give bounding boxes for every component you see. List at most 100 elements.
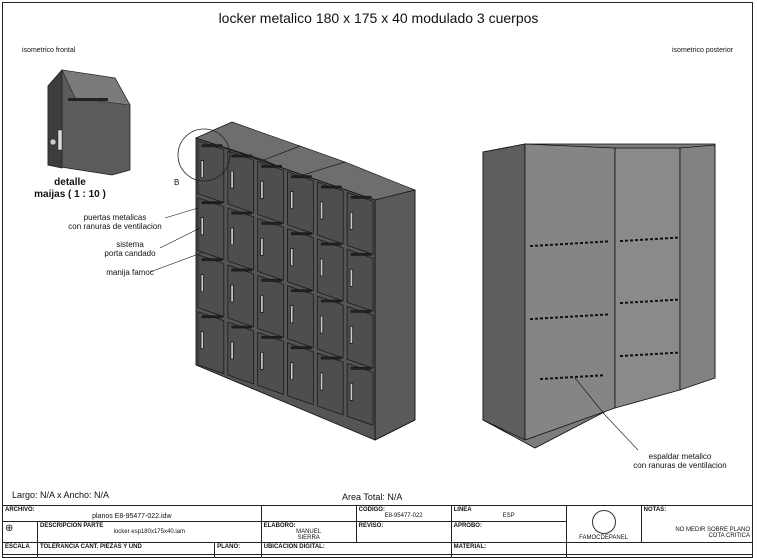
rear-vent-slot bbox=[565, 242, 568, 245]
rear-vent-slot bbox=[675, 298, 678, 301]
door-handle bbox=[230, 341, 234, 360]
front-view-label: isometrico frontal bbox=[22, 47, 76, 54]
rear-vent-slot bbox=[555, 316, 558, 319]
tb-desc-value: locker esp180x175x40.iam bbox=[113, 529, 185, 535]
tb-blank bbox=[260, 505, 357, 522]
detail-caption-line2: maijas ( 1 : 10 ) bbox=[34, 189, 106, 200]
vent-slot bbox=[320, 242, 342, 246]
rear-vent-slot bbox=[590, 314, 593, 317]
tb-nota-2: COTA CRITICA bbox=[708, 533, 750, 539]
detail-caption-line1: detalle bbox=[54, 177, 86, 188]
detail-caption: detalle maijas ( 1 : 10 ) bbox=[20, 177, 120, 201]
rear-vent-slot bbox=[535, 244, 538, 247]
tb-reviso-header: REVISO: bbox=[358, 523, 384, 529]
rear-vent-slot bbox=[670, 299, 673, 301]
rear-vent-slot bbox=[620, 355, 623, 357]
vent-slot bbox=[231, 211, 253, 215]
door-handle bbox=[260, 180, 264, 199]
tb-linea-value: ESP bbox=[502, 513, 515, 519]
rear-vent-slot bbox=[650, 353, 653, 356]
vent-slot bbox=[291, 175, 312, 179]
tb-archivo-header: ARCHIVO: bbox=[5, 507, 35, 513]
rear-vent-slot bbox=[555, 243, 558, 246]
rear-vent-slot bbox=[580, 315, 583, 317]
rear-vent-slot bbox=[560, 376, 563, 379]
detail-view-drawing bbox=[47, 68, 131, 176]
rear-vent-slot bbox=[605, 240, 608, 243]
company-logo-icon bbox=[591, 510, 616, 534]
rear-vent-slot bbox=[540, 317, 543, 320]
vent-slot bbox=[320, 299, 342, 303]
rear-vent-slot bbox=[560, 243, 563, 246]
rear-vent-slot bbox=[620, 302, 623, 304]
rear-vent-slot bbox=[670, 352, 673, 354]
callout-doors-line2: con ranuras de ventilacion bbox=[68, 222, 162, 231]
tb-escala: ESCALA bbox=[2, 542, 38, 558]
rear-vent-slot bbox=[665, 237, 668, 240]
rear-vent-slot bbox=[635, 239, 638, 242]
rear-vent-slot bbox=[660, 299, 663, 302]
callout-leaders bbox=[149, 207, 639, 451]
rear-view-label: isometrico posterior bbox=[672, 47, 734, 54]
rear-vent-slot bbox=[545, 317, 548, 320]
door-handle bbox=[290, 305, 294, 324]
rear-vent-slot bbox=[575, 375, 578, 378]
rear-vent-slot bbox=[605, 313, 608, 316]
vent-slot bbox=[320, 356, 342, 360]
tb-notas-header: NOTAS: bbox=[643, 507, 667, 513]
door-handle bbox=[260, 237, 264, 256]
tb-desc-header: DESCRIPCION PARTE bbox=[40, 523, 104, 529]
rear-vent-slot bbox=[640, 300, 643, 303]
rear-vent-slot bbox=[635, 354, 638, 357]
rear-vent-slot bbox=[665, 299, 668, 302]
rear-vent-slot bbox=[590, 375, 593, 377]
rear-vent-slot bbox=[550, 377, 553, 380]
detail-marker: B bbox=[174, 178, 180, 187]
door-handle bbox=[260, 351, 264, 370]
rear-vent-slot bbox=[645, 300, 648, 303]
rear-vent-slot bbox=[620, 240, 623, 242]
rear-vent-slot bbox=[600, 313, 603, 316]
rear-vent-slot bbox=[630, 239, 633, 242]
door-handle bbox=[290, 248, 294, 267]
rear-vent-slot bbox=[575, 315, 578, 318]
tb-logo: FAMOCDEPANEL bbox=[565, 505, 642, 543]
vent-slot bbox=[231, 325, 253, 329]
tb-linea-header: LINEA bbox=[453, 507, 472, 513]
tb-archivo: ARCHIVO: planos E8-95477-022.idw bbox=[2, 505, 262, 522]
rear-vent-slot bbox=[655, 237, 658, 240]
rear-vent-slot bbox=[640, 353, 643, 356]
door-handle bbox=[349, 382, 354, 401]
vent-slot bbox=[261, 278, 282, 282]
rear-vent-slot bbox=[545, 377, 548, 380]
callout-lock-line1: sistema bbox=[116, 240, 144, 249]
rear-vent-slot bbox=[650, 238, 653, 241]
tb-elaboro-header: ELABORO: bbox=[263, 523, 296, 529]
rear-vent-slot bbox=[575, 242, 578, 245]
vent-slot bbox=[291, 346, 312, 350]
rear-vent-slot bbox=[550, 316, 553, 319]
rear-vent-slot bbox=[630, 354, 633, 357]
rear-vent-slot bbox=[650, 300, 653, 303]
projection-symbol-icon: ⊕ bbox=[5, 523, 14, 534]
rear-vent-slot bbox=[645, 238, 648, 241]
rear-vent-slot bbox=[570, 242, 573, 245]
rear-vent-slot bbox=[595, 241, 598, 244]
tb-codigo-value: E8-95477-022 bbox=[384, 513, 423, 519]
rear-vent-slot bbox=[600, 240, 603, 243]
door-handle bbox=[319, 372, 324, 391]
tb-plano: PLANO: bbox=[214, 542, 262, 558]
rear-vent-slot bbox=[670, 237, 673, 239]
door-handle bbox=[200, 331, 204, 350]
tb-reviso: REVISO: bbox=[355, 521, 452, 543]
rear-vent-slot bbox=[585, 314, 588, 317]
rear-locker-drawing bbox=[482, 143, 716, 449]
rear-vent-slot bbox=[595, 314, 598, 317]
tb-symbol: ⊕ bbox=[2, 521, 38, 543]
rear-vent-slot bbox=[675, 351, 678, 354]
dimension-size: Largo: N/A x Ancho: N/A bbox=[12, 490, 110, 500]
tb-empty bbox=[565, 542, 754, 558]
rear-vent-slot bbox=[560, 316, 563, 319]
door-handle bbox=[319, 201, 324, 220]
rear-vent-slot bbox=[625, 239, 628, 242]
